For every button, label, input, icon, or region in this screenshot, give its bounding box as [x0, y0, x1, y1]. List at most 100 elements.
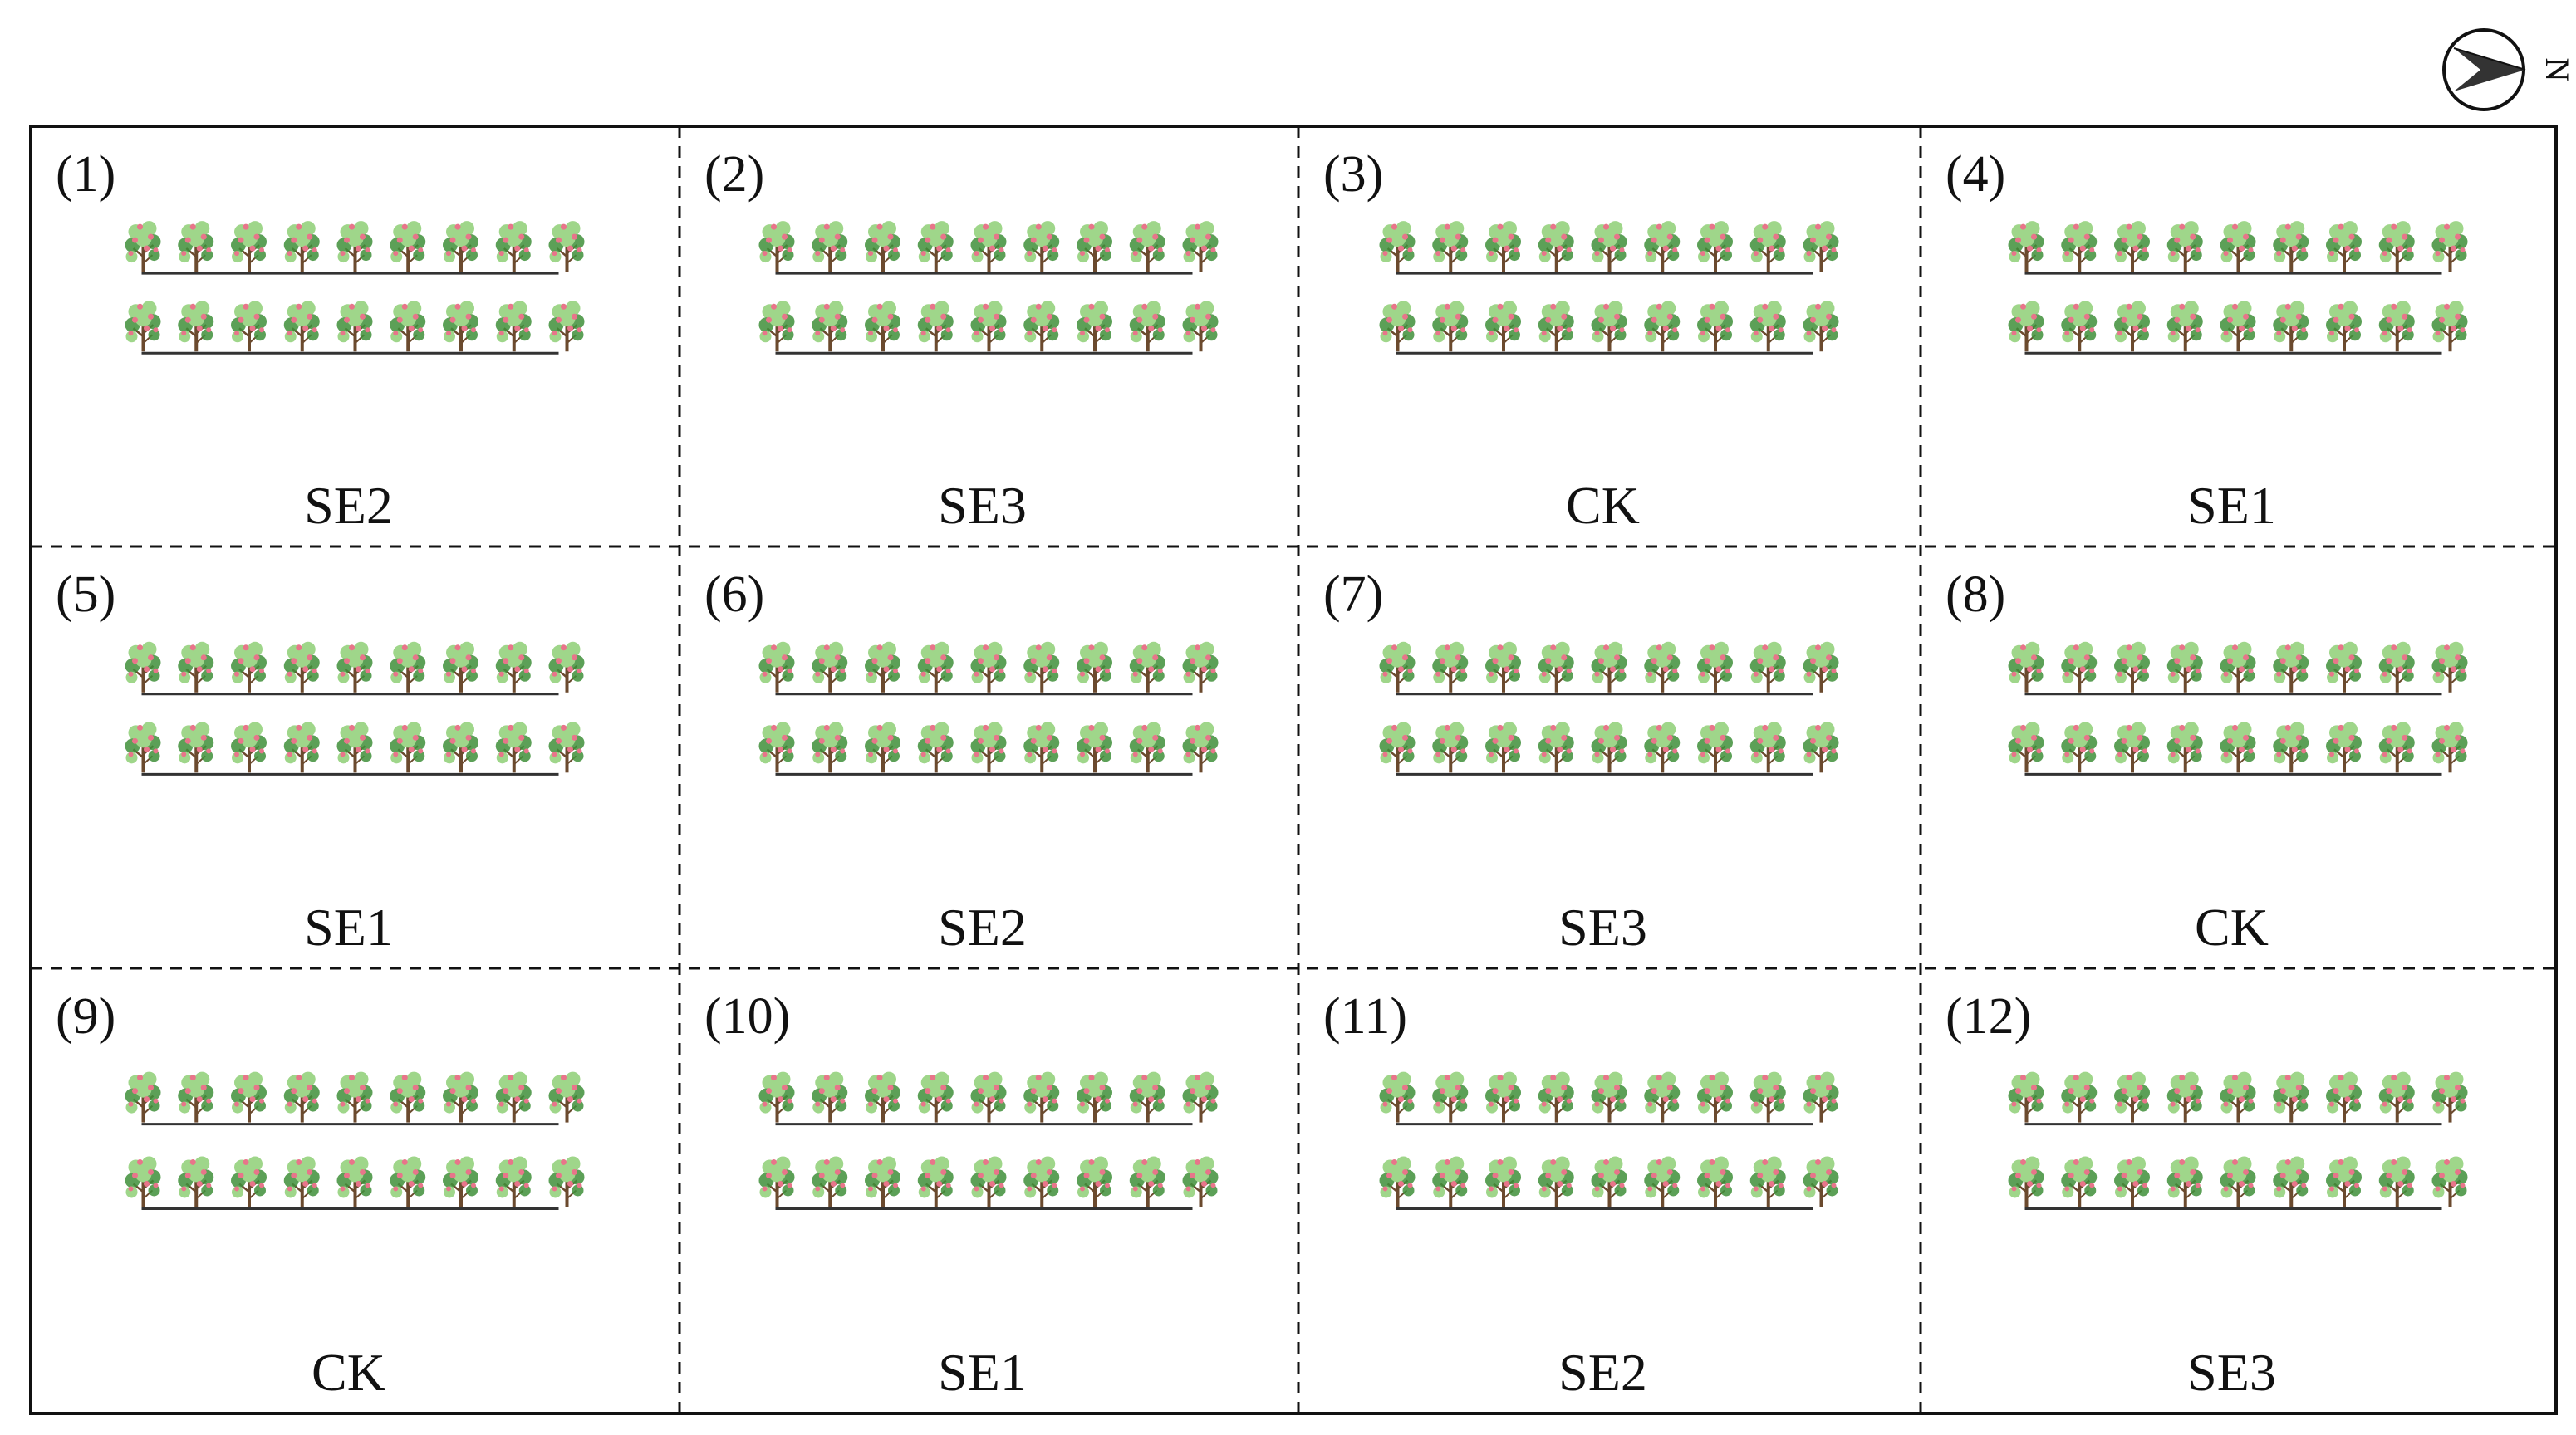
tree-icon — [2059, 219, 2099, 274]
tree-icon — [1748, 639, 1788, 694]
treatment-label: CK — [312, 1343, 385, 1402]
tree-icon — [1022, 1070, 1062, 1124]
tree-icon — [176, 219, 216, 274]
tree-row — [123, 299, 586, 355]
tree-icon — [1695, 219, 1735, 274]
tree-icon — [1536, 639, 1576, 694]
tree-icon — [388, 1154, 428, 1209]
tree-icon — [2377, 1070, 2417, 1124]
field-border — [29, 125, 2558, 1415]
tree-icon — [2059, 299, 2099, 354]
tree-icon — [2430, 219, 2470, 274]
tree-icon — [1589, 720, 1629, 775]
tree-icon — [1127, 639, 1167, 694]
tree-icon — [1589, 1070, 1629, 1124]
tree-icon — [863, 720, 902, 775]
tree-row — [757, 639, 1220, 696]
tree-icon — [1377, 299, 1417, 354]
tree-row — [757, 1154, 1220, 1210]
tree-icon — [1589, 219, 1629, 274]
treatment-label: CK — [2195, 898, 2269, 957]
tree-icon — [2165, 219, 2205, 274]
tree-icon — [1801, 639, 1841, 694]
tree-icon — [1484, 639, 1523, 694]
tree-icon — [547, 1154, 586, 1209]
tree-icon — [176, 1070, 216, 1124]
tree-icon — [2324, 219, 2363, 274]
tree-icon — [2112, 1070, 2152, 1124]
tree-icon — [2377, 219, 2417, 274]
tree-icon — [388, 299, 428, 354]
tree-icon — [1075, 1154, 1114, 1209]
tree-icon — [1695, 1154, 1735, 1209]
treatment-label: SE1 — [2187, 476, 2276, 535]
tree-icon — [2006, 1154, 2046, 1209]
tree-icon — [282, 1154, 321, 1209]
tree-icon — [915, 299, 955, 354]
tree-icon — [915, 720, 955, 775]
tree-icon — [1589, 639, 1629, 694]
plot-cell: (2)SE3 — [704, 146, 1220, 535]
tree-icon — [229, 219, 268, 274]
tree-icon — [1127, 299, 1167, 354]
plot-cell: (10)SE1 — [704, 988, 1220, 1402]
tree-icon — [335, 1070, 375, 1124]
tree-row — [1377, 639, 1841, 696]
treatment-label: SE3 — [1558, 898, 1647, 957]
tree-icon — [176, 1154, 216, 1209]
tree-icon — [282, 299, 321, 354]
tree-icon — [1180, 1154, 1220, 1209]
tree-icon — [2059, 720, 2099, 775]
tree-icon — [282, 720, 321, 775]
tree-icon — [388, 720, 428, 775]
plot-cell: (3)CK — [1323, 146, 1841, 535]
tree-icon — [969, 1070, 1008, 1124]
tree-icon — [229, 1070, 268, 1124]
tree-icon — [123, 299, 163, 354]
tree-icon — [915, 639, 955, 694]
tree-icon — [547, 720, 586, 775]
tree-icon — [1430, 219, 1470, 274]
tree-icon — [2324, 299, 2363, 354]
plot-number: (8) — [1945, 566, 2005, 623]
tree-row — [123, 1070, 586, 1126]
north-arrow-icon — [2442, 28, 2526, 111]
tree-icon — [863, 639, 902, 694]
tree-icon — [1642, 720, 1682, 775]
tree-icon — [1801, 299, 1841, 354]
tree-row — [757, 219, 1220, 275]
tree-icon — [810, 1154, 850, 1209]
tree-icon — [2430, 1070, 2470, 1124]
tree-icon — [1695, 639, 1735, 694]
tree-icon — [2218, 720, 2258, 775]
plot-number: (10) — [704, 988, 790, 1045]
tree-icon — [1484, 1154, 1523, 1209]
plot-cell: (6)SE2 — [704, 566, 1220, 957]
tree-icon — [1748, 299, 1788, 354]
tree-icon — [493, 720, 533, 775]
treatment-label: SE2 — [304, 476, 393, 535]
tree-icon — [1430, 1070, 1470, 1124]
tree-row — [1377, 219, 1841, 275]
tree-icon — [2059, 1070, 2099, 1124]
tree-icon — [1430, 299, 1470, 354]
tree-icon — [810, 720, 850, 775]
tree-icon — [810, 219, 850, 274]
tree-icon — [969, 299, 1008, 354]
plot-number: (3) — [1323, 146, 1383, 203]
tree-row — [2006, 720, 2470, 776]
tree-icon — [335, 299, 375, 354]
tree-icon — [2218, 639, 2258, 694]
tree-icon — [1127, 720, 1167, 775]
tree-icon — [335, 639, 375, 694]
tree-icon — [1180, 1070, 1220, 1124]
tree-icon — [2165, 1154, 2205, 1209]
plot-cell: (12)SE3 — [1945, 988, 2470, 1402]
tree-icon — [176, 299, 216, 354]
tree-icon — [915, 1070, 955, 1124]
tree-icon — [176, 639, 216, 694]
tree-row — [2006, 1154, 2470, 1210]
tree-icon — [1377, 720, 1417, 775]
tree-icon — [1022, 299, 1062, 354]
tree-icon — [1589, 1154, 1629, 1209]
